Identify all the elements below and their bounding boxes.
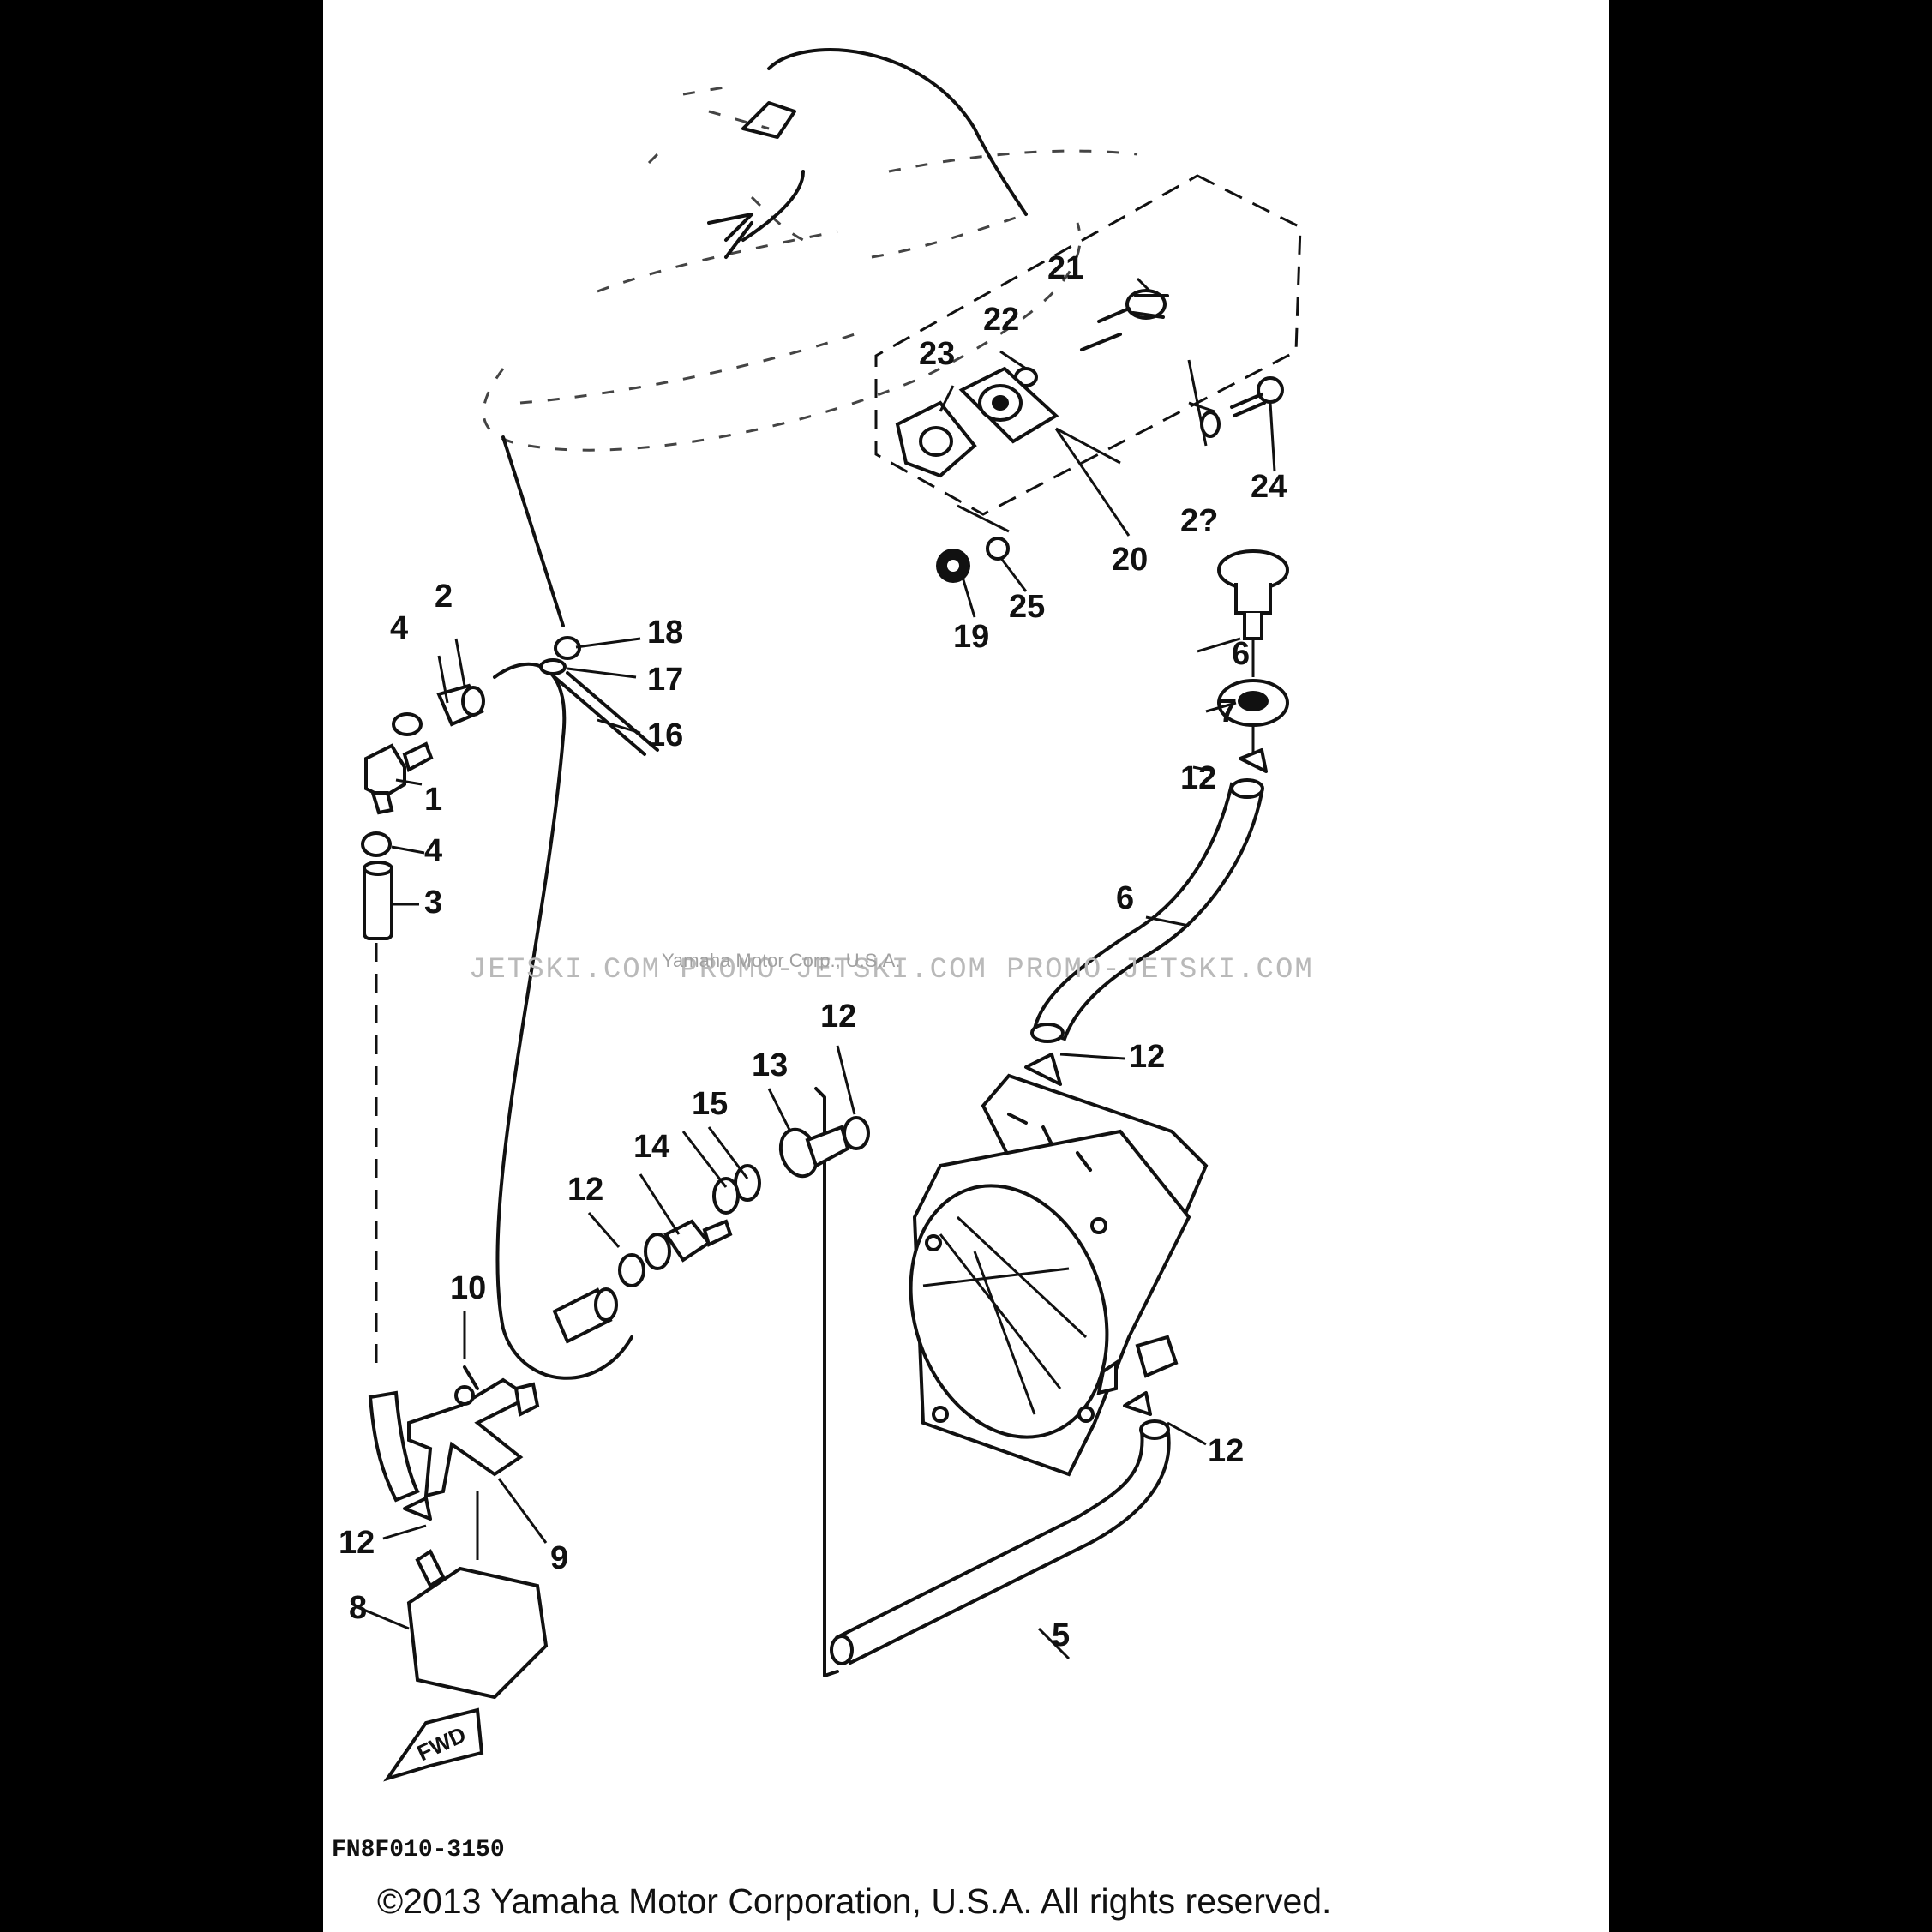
callout-9: 8 bbox=[349, 1590, 367, 1626]
connector-sleeve bbox=[552, 1287, 618, 1344]
clamp-12-line-top bbox=[843, 1116, 870, 1150]
callout-3: 3 bbox=[424, 885, 442, 921]
long-return-hose bbox=[493, 662, 633, 1380]
part-5-hose-end-lower bbox=[830, 1635, 854, 1665]
part-9-filter-box bbox=[406, 1549, 549, 1700]
clamp-12-pump bbox=[1123, 1391, 1152, 1416]
part-5-hose bbox=[835, 1425, 1171, 1665]
exploded-parts-diagram: FWD 2 4 bbox=[332, 48, 1331, 1921]
callout-12-left: 12 bbox=[339, 1525, 375, 1561]
part-14-valve bbox=[644, 1219, 733, 1270]
callout-labels: 2 4 1 4 3 18 17 16 21 22 23 24 2? 20 25 … bbox=[339, 250, 1287, 1653]
callout-12-cap: 12 bbox=[1180, 760, 1216, 796]
clamp-12-left bbox=[403, 1497, 432, 1521]
watermark: JETSKI.COM PROMO-JETSKI.COM PROMO-JETSKI… bbox=[469, 954, 1314, 987]
part-4-clamp-upper bbox=[392, 712, 423, 736]
part-6-hose-end bbox=[1230, 778, 1264, 799]
callout-12-hose6: 12 bbox=[1129, 1039, 1165, 1075]
callout-25: 25 bbox=[1009, 589, 1045, 625]
clamp-12-hose6 bbox=[1024, 1053, 1062, 1086]
upper-hose bbox=[741, 170, 805, 242]
callout-8: 7 bbox=[1219, 693, 1237, 729]
part-19-nut bbox=[936, 549, 970, 583]
part-11-screw bbox=[463, 1365, 479, 1390]
callout-4-upper: 4 bbox=[390, 610, 408, 646]
callout-23: 23 bbox=[919, 336, 955, 372]
callout-13: 13 bbox=[752, 1047, 788, 1083]
part-25-washer bbox=[986, 537, 1010, 561]
group-box bbox=[874, 174, 1302, 516]
callout-2x: 2? bbox=[1180, 503, 1218, 539]
callout-21: 21 bbox=[1047, 250, 1083, 286]
callout-12-pump: 12 bbox=[1208, 1433, 1244, 1469]
part-24-bolt bbox=[1230, 376, 1284, 417]
jet-pump-housing bbox=[909, 1073, 1209, 1477]
callout-2: 2 bbox=[435, 579, 453, 615]
part-16-rod bbox=[553, 671, 659, 756]
callout-14: 14 bbox=[633, 1129, 669, 1165]
watermark-overlay: Yamaha Motor Corp., U.S.A. bbox=[662, 950, 900, 971]
upper-cable bbox=[767, 48, 1028, 216]
callout-12-line: 12 bbox=[820, 999, 856, 1035]
part-11-screw-head bbox=[454, 1385, 475, 1406]
figure-code: FN8F010-3150 bbox=[332, 1837, 505, 1863]
callout-24: 24 bbox=[1251, 469, 1287, 505]
callout-19: 19 bbox=[953, 619, 989, 655]
callout-22: 22 bbox=[983, 302, 1019, 338]
callout-18: 18 bbox=[647, 615, 683, 651]
part-1-elbow bbox=[364, 741, 434, 815]
callout-16: 16 bbox=[647, 717, 683, 753]
part-4-clamp-lower bbox=[361, 831, 392, 857]
part-21-fitting bbox=[1080, 289, 1169, 351]
part-5-hose-end bbox=[1139, 1419, 1170, 1440]
part-25-link bbox=[957, 504, 1010, 533]
callout-12-valve: 12 bbox=[567, 1172, 603, 1208]
part-15-washer-b bbox=[712, 1177, 740, 1215]
clamp-12-top bbox=[1239, 748, 1268, 773]
part-13-fitting bbox=[778, 1125, 850, 1179]
left-lower-hose bbox=[368, 1390, 420, 1503]
hull-outline bbox=[482, 84, 1138, 452]
callout-4-lower: 4 bbox=[424, 833, 442, 869]
part-17-washer bbox=[539, 658, 567, 675]
callout-1: 1 bbox=[424, 782, 442, 818]
copyright-notice: ©2013 Yamaha Motor Corporation, U.S.A. A… bbox=[377, 1881, 1331, 1921]
part-7-cap bbox=[1217, 549, 1289, 640]
callout-5: 5 bbox=[1052, 1617, 1070, 1653]
part-10-bracket bbox=[407, 1377, 540, 1498]
part-18-nut bbox=[554, 636, 581, 660]
leader-lines bbox=[357, 277, 1276, 1660]
part-5-pipe-line bbox=[814, 1087, 839, 1677]
part-6-hose bbox=[1032, 782, 1264, 1041]
callout-17: 17 bbox=[647, 662, 683, 698]
fwd-arrow: FWD bbox=[383, 1707, 484, 1782]
leader-20-line bbox=[1055, 401, 1215, 465]
part-6-hose-end-lower bbox=[1030, 1023, 1065, 1043]
part-23-gasket bbox=[895, 400, 977, 478]
part-20-plate bbox=[958, 366, 1059, 444]
clamp-12-line-mid bbox=[618, 1253, 645, 1287]
callout-15: 15 bbox=[692, 1086, 728, 1122]
callout-20: 20 bbox=[1112, 542, 1148, 578]
part-2-sleeve bbox=[436, 683, 485, 727]
callout-7: 6 bbox=[1232, 636, 1250, 672]
callout-6: 6 bbox=[1116, 880, 1134, 916]
part-16-cable bbox=[501, 435, 565, 627]
diagram-sheet: FWD 2 4 bbox=[323, 0, 1609, 1932]
callout-10: 9 bbox=[550, 1540, 568, 1576]
part-3-tube bbox=[363, 861, 393, 940]
upper-bracket bbox=[707, 101, 796, 259]
callout-11: 10 bbox=[450, 1270, 486, 1306]
